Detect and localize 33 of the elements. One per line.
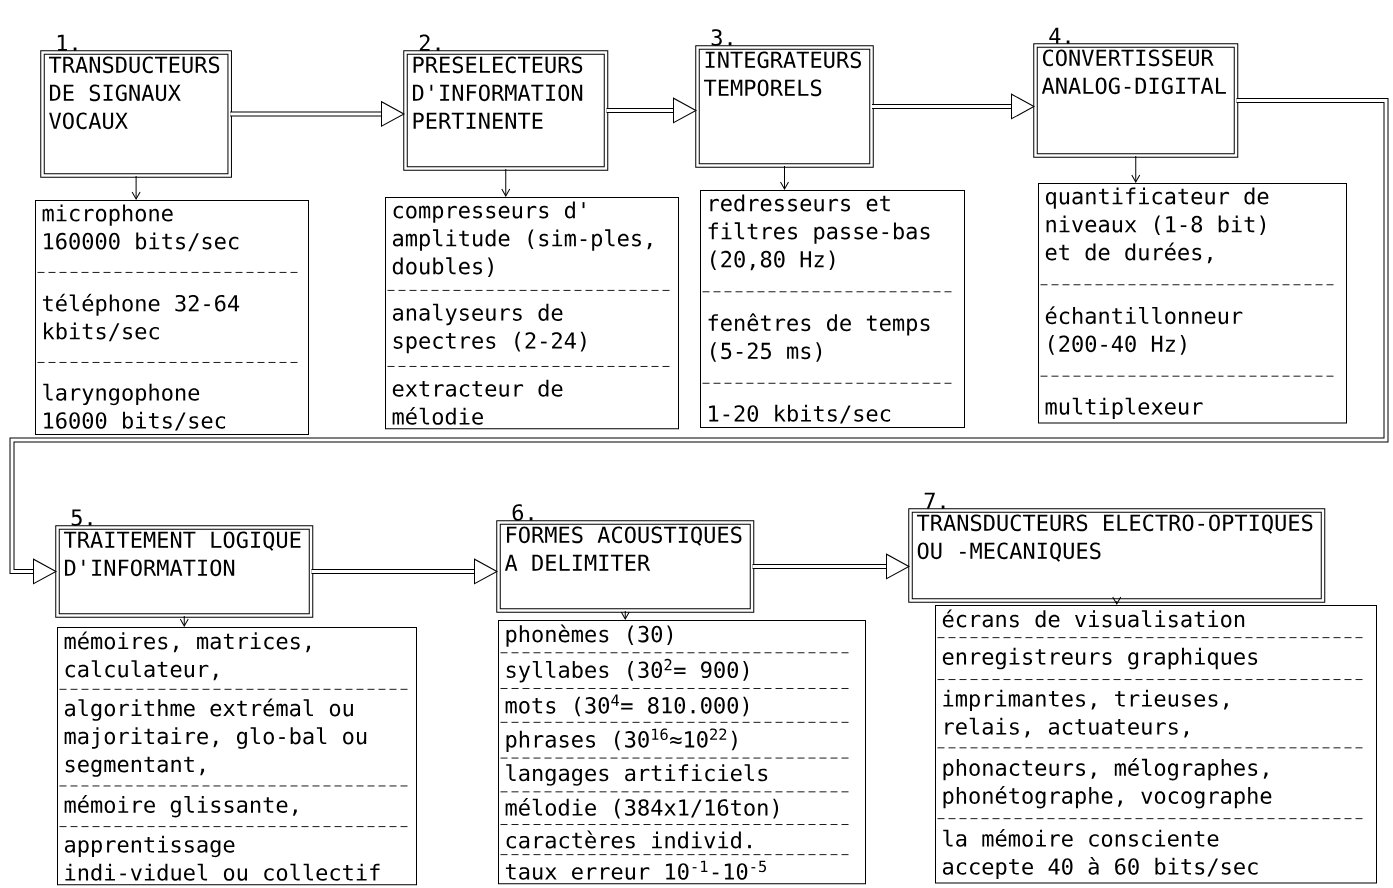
stage-box: TRANSDUCTEURS ELECTRO-OPTIQUES OU -MECANIQUES 7. bbox=[908, 492, 1326, 603]
list-box: quantificateur de niveaux (1-8 bit) et de durées, échantillonneur (200-40 Hz) multiplexeur bbox=[1038, 183, 1347, 424]
arrow bbox=[131, 175, 141, 200]
arrow bbox=[179, 615, 189, 627]
stage-box: TRANSDUCTEURS DE SIGNAUX VOCAUX 1. bbox=[40, 34, 232, 178]
node-label: 1. bbox=[57, 34, 77, 51]
list-box: compresseurs d' amplitude (sim-ples, doubles) analyseurs de spectres (2-24) extracteur de mélodie bbox=[385, 197, 679, 430]
arrow bbox=[230, 101, 405, 127]
list-box: redresseurs et filtres passe-bas (20,80 Hz) fenêtres de temps (5-25 ms) 1-20 kbits/sec bbox=[700, 190, 965, 428]
node-label: 5. bbox=[71, 509, 92, 526]
arrow bbox=[752, 553, 910, 580]
arrow bbox=[620, 610, 630, 620]
node-label: 6. bbox=[512, 504, 533, 521]
arrow bbox=[311, 558, 498, 585]
arrow bbox=[501, 168, 511, 197]
stage-box: INTEGRATEURS TEMPORELS 3. bbox=[695, 29, 874, 168]
list-box: phonèmes (30) syllabes (30$^{2}$= 900) mots (30$^{4}$= 810.000) phrases (30$^{16}$≈10$^{22}$) langages artificiels mélodie (384x1/16ton) caractères individ. taux erreur 10$^{-1}$-10$^{-5}$ bbox=[498, 620, 866, 885]
stage-box: TRAITEMENT LOGIQUE D'INFORMATION 5. bbox=[55, 509, 314, 618]
node-label: 2. bbox=[419, 34, 440, 51]
stage-box: PRESELECTEURS D'INFORMATION PERTINENTE 2. bbox=[403, 34, 609, 171]
list-box: écrans de visualisation enregistreurs graphiques imprimantes, trieuses, relais, actuateurs, phonacteurs, mélographes, phonétographe, vocographe la mémoire consciente accepte 40 à 60 bits/sec bbox=[935, 605, 1377, 884]
arrow bbox=[872, 93, 1035, 120]
node-label: 4. bbox=[1049, 27, 1070, 44]
node-label: 7. bbox=[924, 492, 945, 509]
arrow bbox=[606, 97, 697, 124]
list-box: microphone 160000 bits/sec téléphone 32-64 kbits/sec laryngophone 16000 bits/sec bbox=[35, 200, 309, 436]
list-box: mémoires, matrices, calculateur, algorithme extrémal ou majoritaire, glo-bal ou segmentant, mémoire glissante, apprentissage indi-viduel ou collectif bbox=[57, 627, 417, 886]
arrow bbox=[9, 98, 1389, 585]
arrow bbox=[1131, 155, 1141, 183]
stage-box: CONVERTISSEUR ANALOG-DIGITAL 4. bbox=[1033, 27, 1239, 158]
arrow bbox=[780, 165, 789, 190]
node-label: 3. bbox=[711, 29, 732, 46]
stage-box: FORMES ACOUSTIQUES A DELIMITER 6. bbox=[496, 504, 755, 613]
